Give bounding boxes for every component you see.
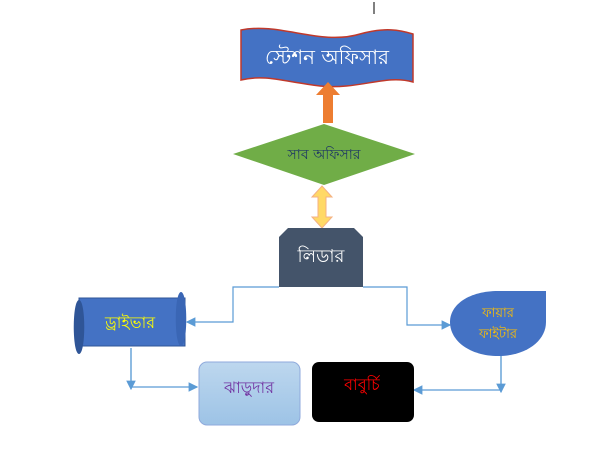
sweeper-label: ঝাড়ুদার [223, 378, 275, 397]
cook-node[interactable]: বাবুর্চি [312, 362, 414, 422]
sweeper-shape [198, 361, 301, 426]
driver-scroll-right [175, 292, 187, 346]
connector-leader-to-driver [185, 286, 279, 327]
fire-fighter-shape [450, 291, 546, 356]
driver-node[interactable]: ড্রাইভার [73, 292, 187, 354]
fire-fighter-label-line2: ফাইটার [478, 326, 518, 342]
fire-fighter-node[interactable]: ফায়ার ফাইটার [450, 291, 546, 356]
driver-shape [78, 297, 186, 347]
connector-driver-to-sweeper [130, 348, 199, 392]
up-arrow-icon [316, 82, 340, 123]
station-officer-node[interactable]: স্টেশন অফিসার [240, 27, 414, 88]
sub-officer-label: সাব অফিসার [287, 146, 361, 163]
fire-fighter-label-line1: ফায়ার [481, 306, 515, 321]
sub-officer-node[interactable]: সাব অফিসার [233, 124, 415, 185]
sweeper-node[interactable]: ঝাড়ুদার [198, 361, 301, 426]
leader-node[interactable]: লিডার [279, 228, 363, 287]
driver-label: ড্রাইভার [104, 313, 156, 332]
sub-officer-shape [233, 124, 415, 185]
leader-shape [279, 228, 363, 287]
leader-label: লিডার [297, 246, 346, 267]
driver-scroll-left [73, 300, 85, 354]
double-arrow-icon [310, 185, 334, 229]
station-officer-shape [240, 27, 414, 88]
cook-shape [312, 362, 414, 422]
cook-label: বাবুর্চি [343, 375, 380, 394]
station-officer-label: স্টেশন অফিসার [265, 45, 390, 69]
connector-leader-to-firefighter [363, 286, 452, 330]
connector-firefighter-to-cook [412, 355, 502, 395]
